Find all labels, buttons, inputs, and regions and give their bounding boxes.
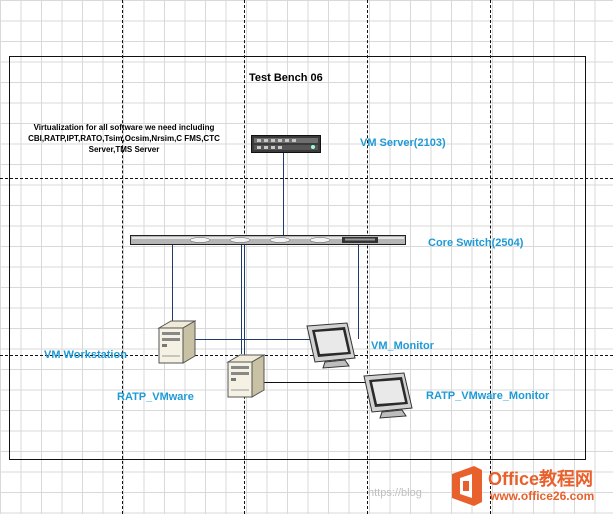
switch-workstation-link — [172, 244, 173, 324]
page-break-vertical — [122, 0, 123, 514]
core-switch-label: Core Switch(2504) — [428, 237, 524, 249]
switch-monitor-link — [358, 244, 359, 339]
page-break-vertical — [490, 0, 491, 514]
switch-ratp-link — [241, 244, 242, 354]
office-logo-icon — [452, 466, 482, 506]
virtualization-note: Virtualization for all software we need … — [28, 123, 220, 154]
ratp-vmware-monitor-label: RATP_VMware_Monitor — [426, 390, 550, 402]
vm-workstation-label: VM Workstation — [44, 349, 127, 361]
ratp-vmware-label: RATP_VMware — [117, 391, 194, 403]
diagram-title: Test Bench 06 — [249, 72, 323, 84]
workstation-monitor-link — [195, 339, 311, 340]
office-logo: Office教程网 www.office26.com — [446, 462, 610, 512]
vm-server-label: VM Server(2103) — [360, 137, 446, 149]
ratp-monitor-icon — [363, 372, 413, 419]
page-break-vertical — [367, 0, 368, 514]
vm-monitor-icon — [306, 322, 356, 369]
server-switch-link — [283, 152, 284, 238]
office-brand-name: Office教程网 — [488, 469, 594, 489]
switch-ratp-link-2 — [244, 244, 245, 356]
vm-monitor-label: VM_Monitor — [371, 340, 434, 352]
workstation-tower-icon — [157, 320, 196, 364]
office-url: www.office26.com — [490, 489, 595, 503]
diagram-frame — [9, 56, 586, 460]
blog-watermark: https://blog — [368, 487, 422, 499]
server-rack-icon — [251, 135, 321, 153]
ratp-monitor-link — [264, 382, 368, 383]
ratp-tower-icon — [226, 354, 265, 398]
page-break-horizontal — [0, 178, 613, 179]
core-switch-icon — [130, 235, 406, 245]
page-break-horizontal — [0, 355, 613, 356]
